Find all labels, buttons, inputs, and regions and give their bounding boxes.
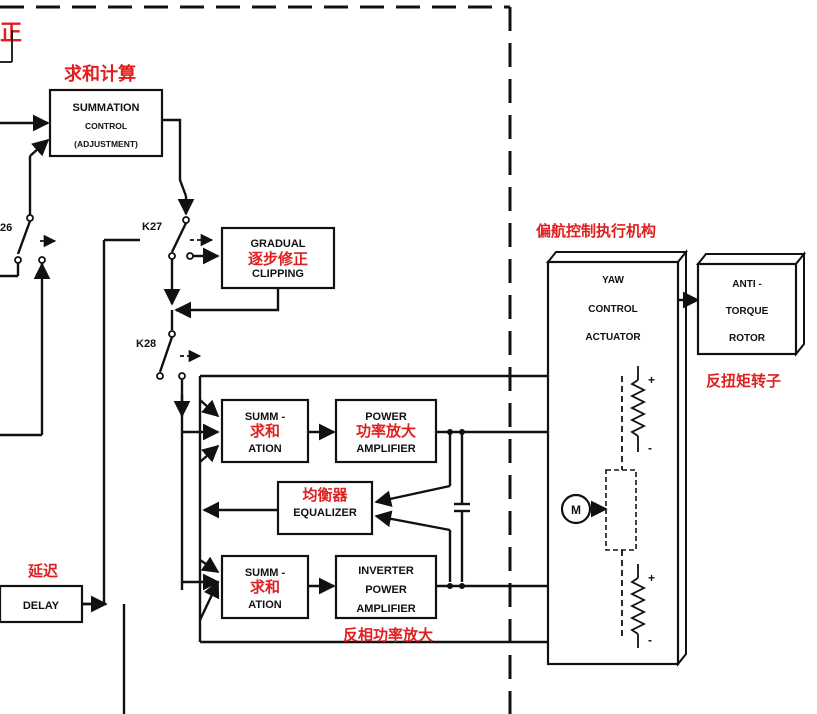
equalizer-block: 均衡器 EQUALIZER [276,480,374,536]
switch-k27-label: K27 [142,221,162,233]
switch-k26-label: 26 [0,222,12,234]
gradual-clipping-block: GRADUAL CLIPPING 逐步修正 [220,226,336,290]
anti-torque-rotor-block: ANTI - TORQUE ROTOR [695,251,807,357]
gradual-clipping-cn-label: 逐步修正 [248,250,308,268]
power-amplifier-line2: AMPLIFIER [356,443,415,455]
yaw-control-actuator-line1: YAW [602,275,624,286]
motor-symbol: M [560,493,592,525]
summation-control-line2: CONTROL [85,121,127,131]
feedback-potentiometer-lower: + - [629,564,655,648]
delay-block: DELAY [0,584,84,624]
summation-lower-line1: SUMM - [245,567,286,579]
power-amplifier-cn-label: 功率放大 [356,422,416,440]
top-left-fragment: 正 [0,21,22,46]
summation-upper-cn-label: 求和 [250,422,280,440]
inverter-power-amplifier-line3: AMPLIFIER [356,603,415,615]
summation-control-line3: (ADJUSTMENT) [74,139,138,149]
summation-control-cn-label: 求和计算 [64,63,136,85]
delay-line1: DELAY [23,600,60,612]
delay-cn-label: 延迟 [27,562,58,580]
equalizer-line1: EQUALIZER [293,507,357,519]
lower-plus-label: + [648,571,655,585]
upper-minus-label: - [648,441,652,455]
summation-upper-block: SUMM - 求和 ATION [220,398,310,464]
inverter-power-amplifier-line1: INVERTER [358,565,414,577]
anti-torque-rotor-cn-label: 反扭矩转子 [706,372,781,390]
summation-control-block: SUMMATION CONTROL (ADJUSTMENT) [48,88,164,158]
inverter-power-amplifier-block: INVERTER POWER AMPLIFIER [334,554,438,620]
inverter-power-amplifier-line2: POWER [365,584,407,596]
gradual-clipping-line1: GRADUAL [251,238,306,250]
feedback-potentiometer-upper: + - [629,366,655,455]
anti-torque-rotor-line1: ANTI - [732,279,761,290]
yaw-control-actuator-line2: CONTROL [588,304,637,315]
dashed-enclosure [0,5,680,714]
anti-torque-rotor-line3: ROTOR [729,333,766,344]
gradual-clipping-line2: CLIPPING [252,268,304,280]
yaw-control-actuator-cn-label: 偏航控制执行机构 [536,222,656,240]
inverter-power-amplifier-cn-label: 反相功率放大 [343,626,433,644]
yaw-control-actuator-line3: ACTUATOR [585,332,641,343]
lower-minus-label: - [648,633,652,647]
summation-lower-block: SUMM - 求和 ATION [220,554,310,620]
power-amplifier-line1: POWER [365,411,407,423]
summation-upper-line1: SUMM - [245,411,286,423]
equalizer-cn-label: 均衡器 [302,486,348,504]
summation-lower-line2: ATION [248,599,281,611]
anti-torque-rotor-line2: TORQUE [726,306,769,317]
switch-k28-label: K28 [136,338,156,350]
summation-control-line1: SUMMATION [72,102,139,114]
motor-label: M [571,503,581,517]
summation-lower-cn-label: 求和 [250,578,280,596]
power-amplifier-block: POWER 功率放大 AMPLIFIER [334,398,438,464]
summation-upper-line2: ATION [248,443,281,455]
yaw-control-actuator-block: YAW CONTROL ACTUATOR [545,249,689,667]
upper-plus-label: + [648,373,655,387]
